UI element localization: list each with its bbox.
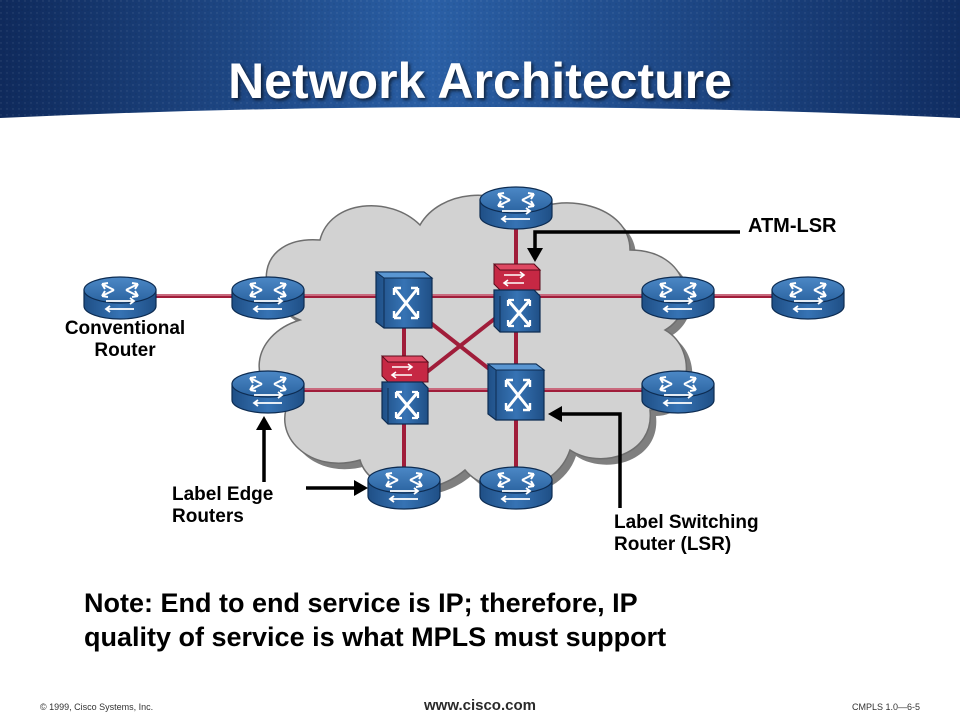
router-icon <box>771 276 845 320</box>
mpls-cloud <box>258 194 693 496</box>
atm-lsr-upper <box>492 262 542 334</box>
page-title: Network Architecture <box>228 53 732 109</box>
label-edge-routers-line2: Routers <box>172 506 244 527</box>
router-icon <box>479 186 553 230</box>
conventional-router-right <box>771 276 845 320</box>
lsr-label-line1: Label Switching <box>614 512 759 533</box>
note-text: Note: End to end service is IP; therefor… <box>84 586 904 654</box>
router-icon <box>231 370 305 414</box>
edge-router-top-left <box>231 276 305 320</box>
conventional-router-label-line1: Conventional <box>64 318 186 339</box>
lsr-switch-icon <box>486 362 546 422</box>
footer-course-code: CMPLS 1.0—6-5 <box>851 702 920 712</box>
lsr-switch-icon <box>374 270 434 330</box>
arrow-atm-lsr <box>533 230 740 250</box>
label-edge-routers-label: Label Edge Routers <box>172 484 273 528</box>
atm-lsr-icon <box>380 354 430 426</box>
conventional-router-label-line2: Router <box>94 340 156 361</box>
lsr-label-line2: Router (LSR) <box>614 534 732 555</box>
arrow-lsr <box>560 412 622 508</box>
lsr-switch-upper <box>374 270 434 330</box>
edge-router-top-right <box>641 276 715 320</box>
header-background <box>0 0 960 140</box>
router-icon <box>641 370 715 414</box>
conventional-router-label: Conventional Router <box>40 318 210 362</box>
label-edge-routers-line1: Label Edge <box>172 484 274 505</box>
slide-header: Network Architecture <box>0 0 960 140</box>
router-icon <box>83 276 157 320</box>
edge-router-mid-left <box>231 370 305 414</box>
note-line1: Note: End to end service is IP; therefor… <box>84 588 638 618</box>
conventional-router-left <box>83 276 157 320</box>
footer-copyright: © 1999, Cisco Systems, Inc. <box>40 702 154 712</box>
edge-router-bottom-right <box>479 466 553 510</box>
note-line2: quality of service is what MPLS must sup… <box>84 622 667 652</box>
edge-router-top <box>479 186 553 230</box>
footer-website: www.cisco.com <box>424 697 536 714</box>
callout-arrows <box>256 230 740 508</box>
lsr-label: Label Switching Router (LSR) <box>614 512 759 556</box>
router-icon <box>231 276 305 320</box>
edge-router-bottom-left <box>367 466 441 510</box>
atm-lsr-lower <box>380 354 430 426</box>
router-icon <box>479 466 553 510</box>
router-icon <box>641 276 715 320</box>
lsr-switch-lower <box>486 362 546 422</box>
atm-lsr-icon <box>492 262 542 334</box>
atm-lsr-label: ATM-LSR <box>748 215 837 237</box>
router-icon <box>367 466 441 510</box>
edge-router-mid-right <box>641 370 715 414</box>
